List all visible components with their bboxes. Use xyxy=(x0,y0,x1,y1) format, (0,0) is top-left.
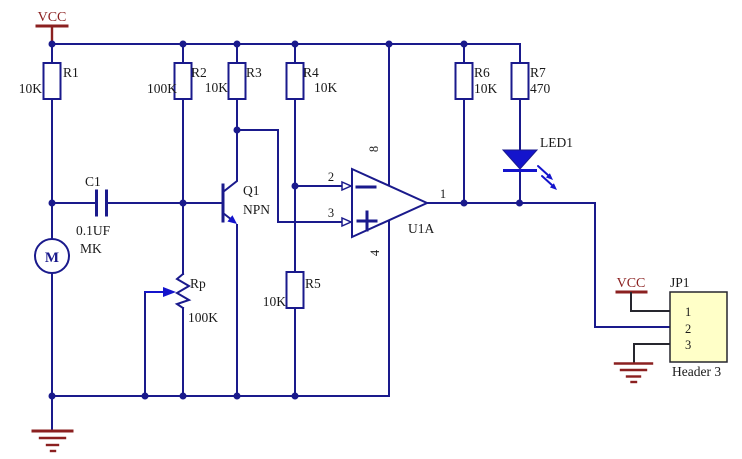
led-ref: LED1 xyxy=(540,135,573,150)
q1-emitter-arrow-icon xyxy=(227,215,237,224)
q1-collector-icon xyxy=(221,129,238,194)
microphone-circle-icon xyxy=(34,238,70,274)
opamp-pin2-number: 2 xyxy=(328,170,334,184)
resistor-body-icon xyxy=(454,62,474,100)
led-emission-arrow2-icon xyxy=(549,183,557,190)
junction-dot xyxy=(460,40,468,48)
r4-value: 10K xyxy=(314,80,338,95)
resistor-body-icon xyxy=(285,271,305,309)
capacitor-c1: C1 0.1UF MK xyxy=(76,174,111,256)
wire-rp-wiper-to-ground xyxy=(144,291,165,397)
resistor-r2: R2 100K xyxy=(147,62,207,100)
led-emission-arrow2-line xyxy=(541,175,554,187)
led-emission-arrow1-line xyxy=(537,165,550,177)
junction-dot xyxy=(141,392,149,400)
rp-value: 100K xyxy=(188,310,218,325)
r7-value: 470 xyxy=(530,81,551,96)
junction-dot xyxy=(179,392,187,400)
c1-ref: C1 xyxy=(85,174,101,189)
opamp-pin3-arrow-icon xyxy=(341,216,353,228)
potentiometer-rp: Rp 100K xyxy=(144,272,218,325)
jp1-ref: JP1 xyxy=(670,275,690,290)
transistor-q1: Q1 NPN xyxy=(221,129,270,224)
resistor-r5: R5 10K xyxy=(263,271,321,309)
r4-ref: R4 xyxy=(303,65,319,80)
r5-ref: R5 xyxy=(305,276,321,291)
jp1-pin3-stub xyxy=(633,343,671,363)
opamp-pin4-number: 4 xyxy=(368,249,382,256)
junction-dot xyxy=(48,199,56,207)
r6-ref: R6 xyxy=(474,65,490,80)
rp-zigzag-icon xyxy=(174,272,192,310)
junction-dot xyxy=(179,40,187,48)
resistor-r4: R4 10K xyxy=(285,62,338,100)
resistor-r3: R3 10K xyxy=(205,62,262,100)
jp1-pin1-number: 1 xyxy=(685,305,691,319)
header-jp1: VCC JP1 1 2 3 Header 3 xyxy=(594,275,728,384)
vcc-header-label: VCC xyxy=(617,276,646,291)
rp-ref: Rp xyxy=(190,276,206,291)
wire-collector-node-to-pin3 xyxy=(236,129,342,223)
microphone-label: M xyxy=(45,250,59,266)
r2-ref: R2 xyxy=(191,65,207,80)
resistor-r1: R1 10K xyxy=(19,62,79,100)
resistor-body-icon xyxy=(227,62,247,100)
resistor-r6: R6 10K xyxy=(454,62,498,100)
vcc-label: VCC xyxy=(38,10,67,25)
wire-output xyxy=(426,202,596,328)
junction-dot xyxy=(48,40,56,48)
junction-dot xyxy=(179,199,187,207)
led-triangle-icon xyxy=(501,149,539,170)
r5-value: 10K xyxy=(263,294,287,309)
opamp-pin3-number: 3 xyxy=(328,206,334,220)
r3-ref: R3 xyxy=(246,65,262,80)
microphone-m: M xyxy=(34,238,70,274)
q1-type: NPN xyxy=(243,202,270,217)
junction-dot xyxy=(48,392,56,400)
r6-value: 10K xyxy=(474,81,498,96)
resistor-body-icon xyxy=(42,62,62,100)
junction-dots xyxy=(48,40,523,400)
junction-dot xyxy=(460,199,468,207)
opamp-pin2-arrow-icon xyxy=(341,180,353,192)
vcc-symbol-top: VCC xyxy=(35,10,69,44)
resistor-body-icon xyxy=(173,62,193,100)
opamp-ref: U1A xyxy=(408,221,434,236)
r7-ref: R7 xyxy=(530,65,546,80)
junction-dot xyxy=(233,392,241,400)
r3-value: 10K xyxy=(205,80,229,95)
jp1-type: Header 3 xyxy=(672,364,721,379)
jp1-pin1-stub xyxy=(630,292,671,312)
ground-symbol-header xyxy=(613,362,654,384)
ground-symbol-main xyxy=(31,395,74,453)
r1-value: 10K xyxy=(19,81,43,96)
junction-dot xyxy=(291,182,299,190)
r1-ref: R1 xyxy=(63,65,79,80)
resistor-body-icon xyxy=(510,62,530,100)
resistor-body-icon xyxy=(285,62,305,100)
jp1-body xyxy=(669,291,728,363)
junction-dot xyxy=(291,40,299,48)
junction-dot xyxy=(291,392,299,400)
resistor-r7: R7 470 xyxy=(510,62,551,100)
r2-value: 100K xyxy=(147,81,177,96)
opamp-plus-icon xyxy=(356,210,378,232)
opamp-u1a: 2 3 1 8 4 U1A xyxy=(328,146,446,256)
junction-dot xyxy=(385,40,393,48)
junction-dot xyxy=(233,40,241,48)
jp1-pin3-number: 3 xyxy=(685,338,691,352)
c1-dielectric: MK xyxy=(80,241,102,256)
vcc-symbol-header: VCC xyxy=(615,276,648,294)
junction-dot xyxy=(233,126,241,134)
opamp-pin1-number: 1 xyxy=(440,187,446,201)
rp-wiper-arrow-icon xyxy=(163,287,176,297)
q1-ref: Q1 xyxy=(243,183,260,198)
jp1-pin2-number: 2 xyxy=(685,322,691,336)
junction-dot xyxy=(516,199,523,207)
opamp-pin8-number: 8 xyxy=(367,146,381,152)
c1-value: 0.1UF xyxy=(76,223,111,238)
led-led1: LED1 xyxy=(501,135,573,190)
led-emission-arrow1-icon xyxy=(545,173,553,180)
